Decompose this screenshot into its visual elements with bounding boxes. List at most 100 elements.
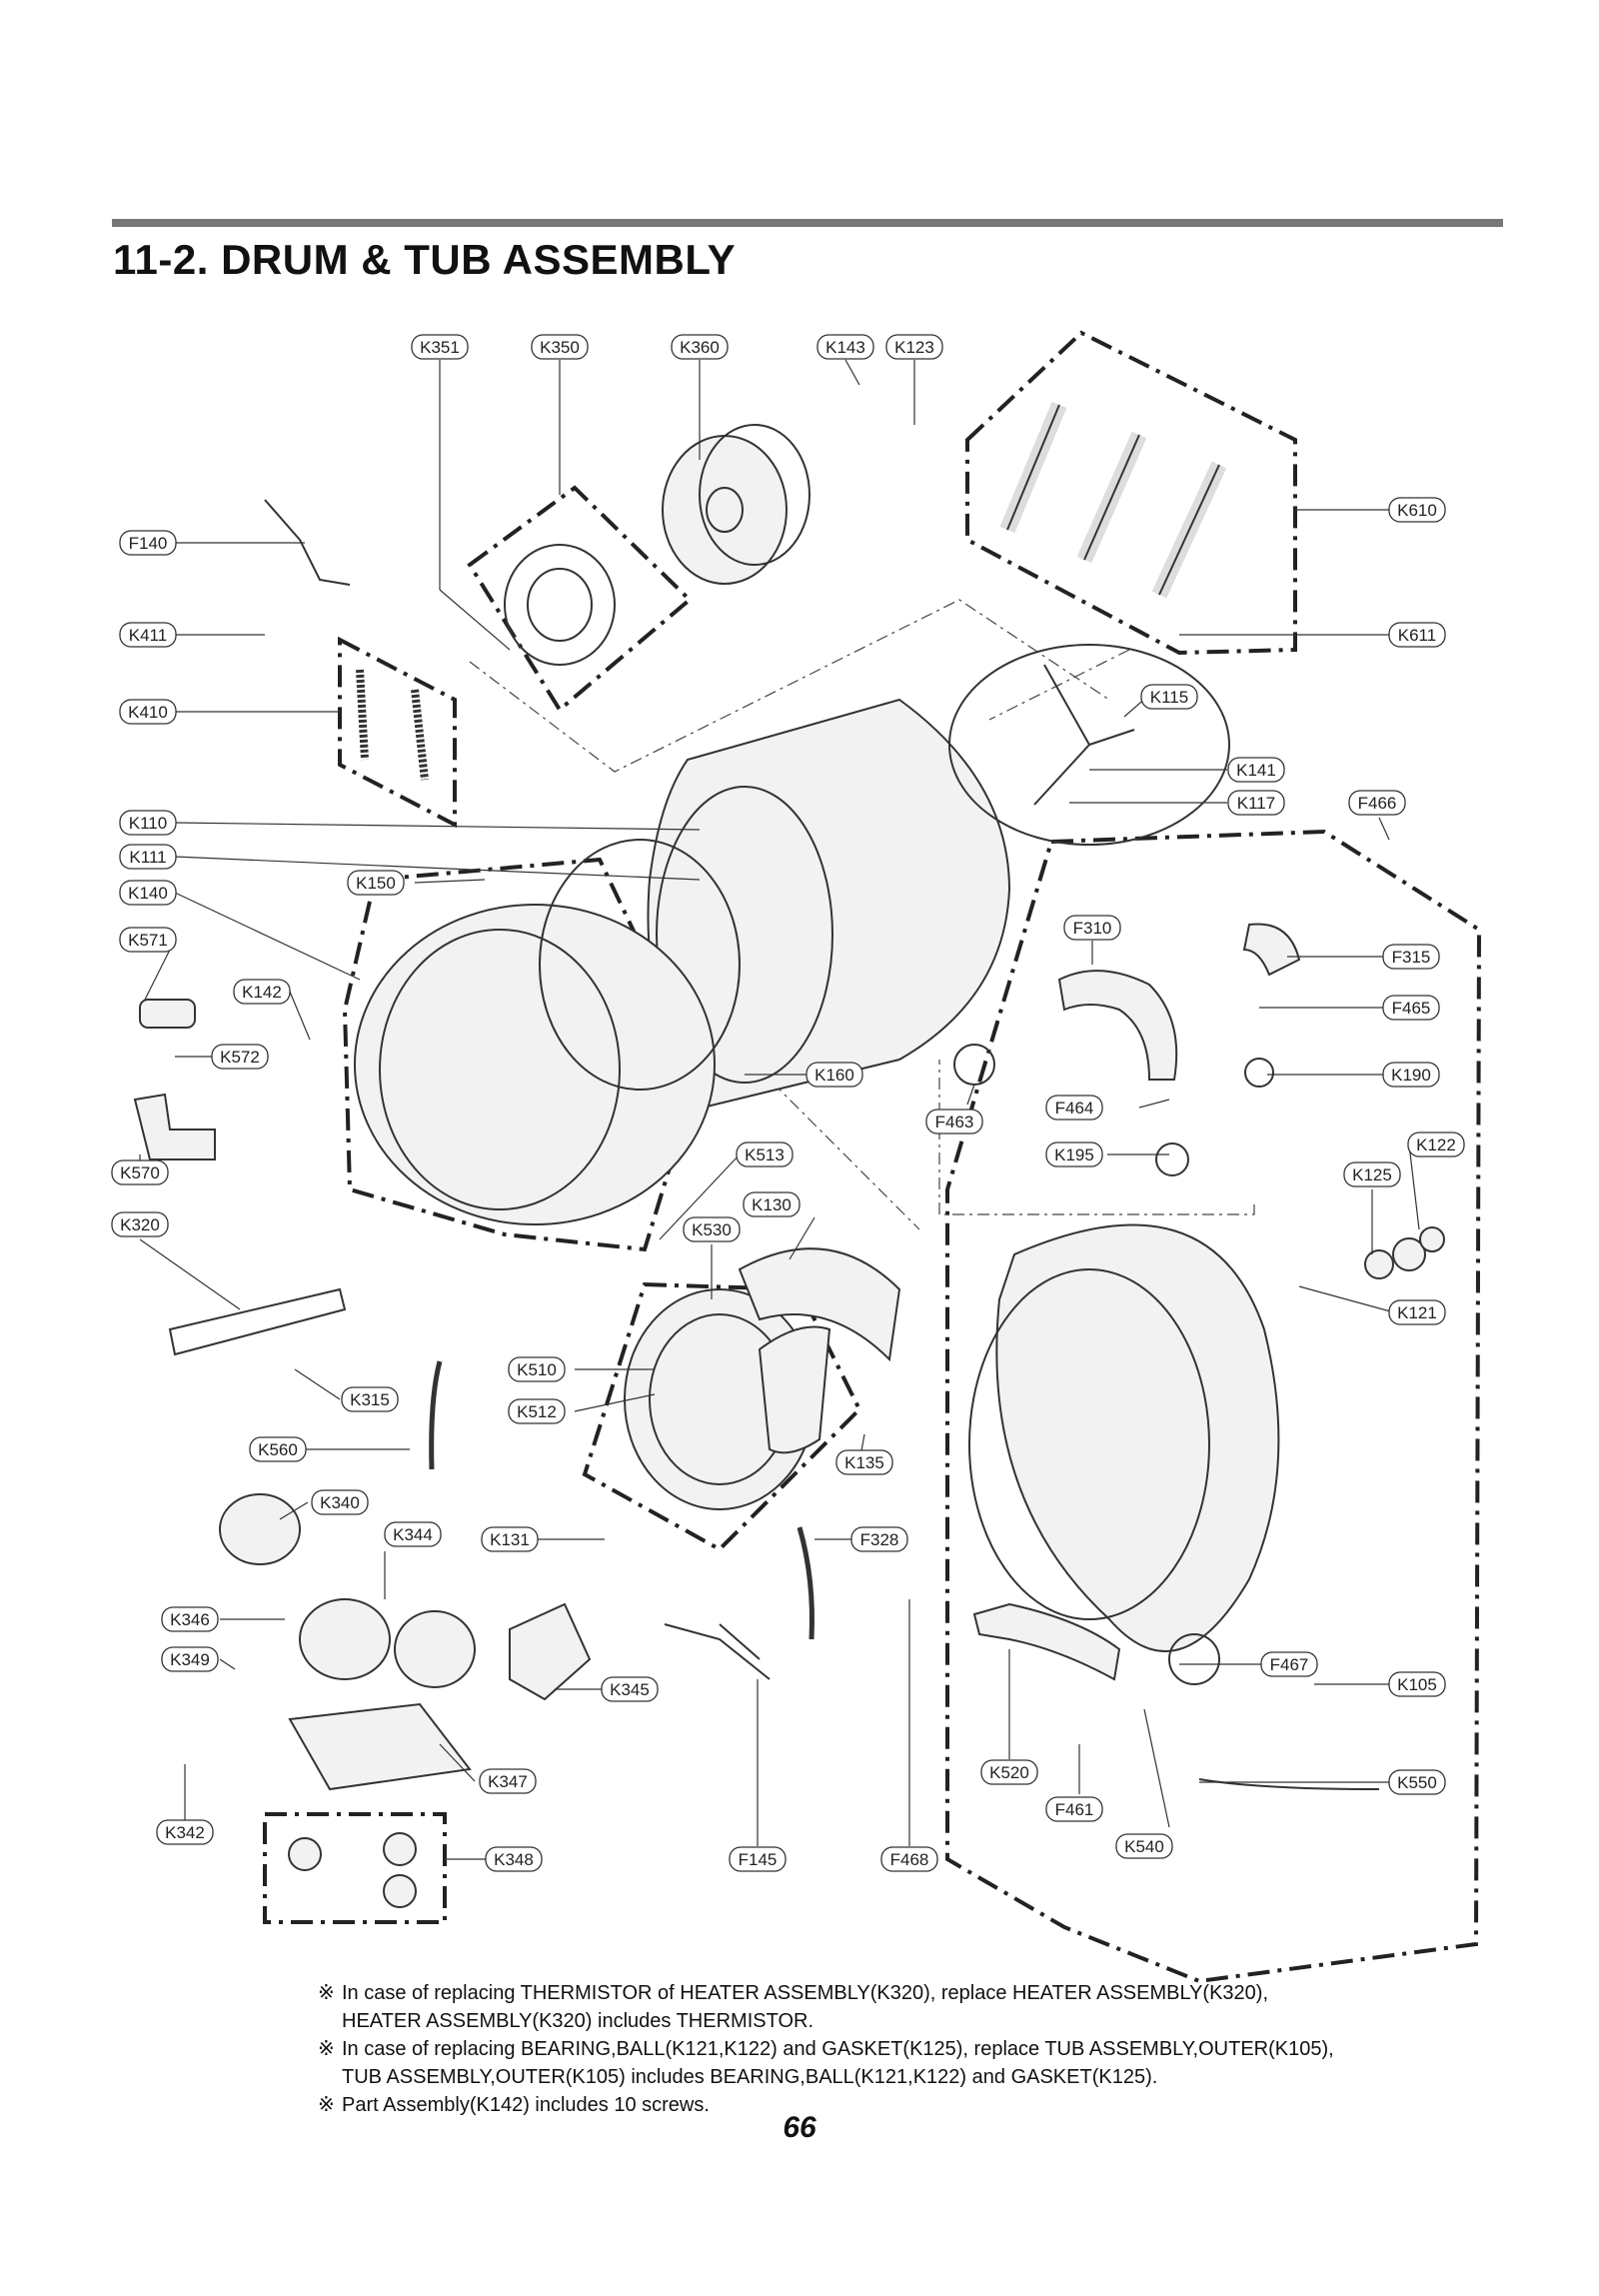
- callout-pill: [111, 1159, 169, 1185]
- callout-pill: [531, 334, 589, 360]
- callout-k105: K105: [1388, 1671, 1446, 1697]
- callout-text: K110: [129, 814, 167, 833]
- callout-k570: K570: [111, 1159, 169, 1185]
- callout-k349: K349: [161, 1646, 219, 1672]
- callout-text: F310: [1073, 919, 1112, 938]
- callout-k131: K131: [481, 1526, 539, 1552]
- callout-text: K320: [120, 1215, 160, 1234]
- group-outline-k348: [263, 1812, 447, 1924]
- pulley-rim: [699, 424, 810, 566]
- callout-pill: [1348, 790, 1406, 816]
- spider-ring-inner: [527, 568, 593, 642]
- note-2-line-2: TUB ASSEMBLY,OUTER(K105) includes BEARIN…: [342, 2066, 1158, 2088]
- front-tub-opening: [379, 929, 621, 1210]
- callout-f463: F463: [925, 1109, 983, 1135]
- callout-text: F315: [1392, 948, 1431, 967]
- callout-text: K190: [1391, 1066, 1431, 1085]
- drum-front-rim: [656, 786, 833, 1084]
- callout-text: F145: [739, 1850, 778, 1869]
- hose-elbow-k570: [133, 1093, 216, 1160]
- group-outline-k410: [338, 636, 457, 829]
- callout-text: K130: [752, 1195, 792, 1214]
- callout-text: K512: [517, 1402, 557, 1421]
- callout-text: K530: [692, 1220, 732, 1239]
- clamp-f467: [1168, 1633, 1220, 1685]
- group-outline-drum-front: [342, 857, 703, 1252]
- hose-f328: [797, 1526, 814, 1640]
- group-outline-tub: [945, 829, 1482, 1984]
- callout-k141: K141: [1227, 757, 1285, 783]
- callout-k345: K345: [601, 1676, 659, 1702]
- callout-k520: K520: [980, 1759, 1038, 1785]
- tub-gasket: [948, 644, 1230, 846]
- bearing-k121: [1364, 1249, 1394, 1279]
- callout-k350: K350: [531, 334, 589, 360]
- wire-k550: [1198, 1778, 1380, 1790]
- callout-k140: K140: [119, 880, 177, 906]
- pump-housing: [394, 1610, 476, 1688]
- callout-pill: [1343, 1161, 1401, 1187]
- note-mark: ※: [318, 1982, 335, 2004]
- callout-k115: K115: [1140, 684, 1198, 710]
- callout-pill: [311, 1489, 369, 1515]
- callout-pill: [880, 1846, 938, 1872]
- callout-pill: [411, 334, 469, 360]
- callout-pill: [119, 530, 177, 556]
- callout-text: K195: [1054, 1146, 1094, 1164]
- callout-text: K610: [1397, 501, 1437, 520]
- wire-harness-f145: [664, 1623, 771, 1680]
- callout-pill: [1388, 1769, 1446, 1795]
- callout-k510: K510: [508, 1356, 566, 1382]
- callout-text: K160: [814, 1066, 854, 1085]
- callout-pill: [1063, 915, 1121, 941]
- callout-text: F465: [1392, 999, 1431, 1018]
- callout-pill: [119, 927, 177, 953]
- balance-weight-lower: [758, 1325, 831, 1454]
- callout-text: K572: [220, 1048, 260, 1067]
- callout-k130: K130: [743, 1191, 800, 1217]
- callout-k122: K122: [1407, 1132, 1465, 1157]
- callout-text: K140: [128, 884, 168, 903]
- pulley-hub: [706, 487, 744, 533]
- callout-text: K121: [1397, 1303, 1437, 1322]
- callout-k351: K351: [411, 334, 469, 360]
- callout-pill: [1382, 1062, 1440, 1088]
- page-number: 66: [783, 2111, 816, 2144]
- callout-text: K351: [420, 338, 460, 357]
- hose-f315: [1242, 923, 1301, 977]
- damper-2-outline: [1083, 434, 1140, 561]
- callout-pill: [119, 880, 177, 906]
- callout-pill: [816, 334, 874, 360]
- callout-text: K360: [680, 338, 720, 357]
- bearing-k122: [1419, 1226, 1445, 1252]
- callout-text: K350: [540, 338, 580, 357]
- callout-pill: [119, 622, 177, 648]
- callout-text: K105: [1397, 1675, 1437, 1694]
- callout-k571: K571: [119, 927, 177, 953]
- note-1-line-1: In case of replacing THERMISTOR of HEATE…: [342, 1982, 1269, 2004]
- leader-lines: [139, 359, 1420, 1860]
- callout-pill: [1388, 622, 1446, 648]
- group-outlines: [263, 330, 1482, 1984]
- pulley-part: [662, 435, 788, 585]
- callout-k117: K117: [1227, 790, 1285, 816]
- callout-pill: [1260, 1651, 1318, 1677]
- filter-cap-2: [383, 1832, 417, 1866]
- callout-f467: F467: [1260, 1651, 1318, 1677]
- callout-text: F461: [1055, 1800, 1094, 1819]
- filter-cap-1: [288, 1837, 322, 1871]
- callout-k125: K125: [1343, 1161, 1401, 1187]
- callout-f315: F315: [1382, 944, 1440, 970]
- callout-pill: [384, 1521, 442, 1547]
- spider-ring-part: [504, 544, 616, 666]
- callout-text: F463: [935, 1113, 974, 1132]
- callout-pill: [485, 1846, 543, 1872]
- drum-body: [647, 698, 1011, 1112]
- callout-k560: K560: [249, 1436, 307, 1462]
- callout-pill: [1227, 757, 1285, 783]
- heater-element: [168, 1287, 347, 1356]
- callout-pill: [671, 334, 729, 360]
- group-outline-k610: [965, 330, 1297, 656]
